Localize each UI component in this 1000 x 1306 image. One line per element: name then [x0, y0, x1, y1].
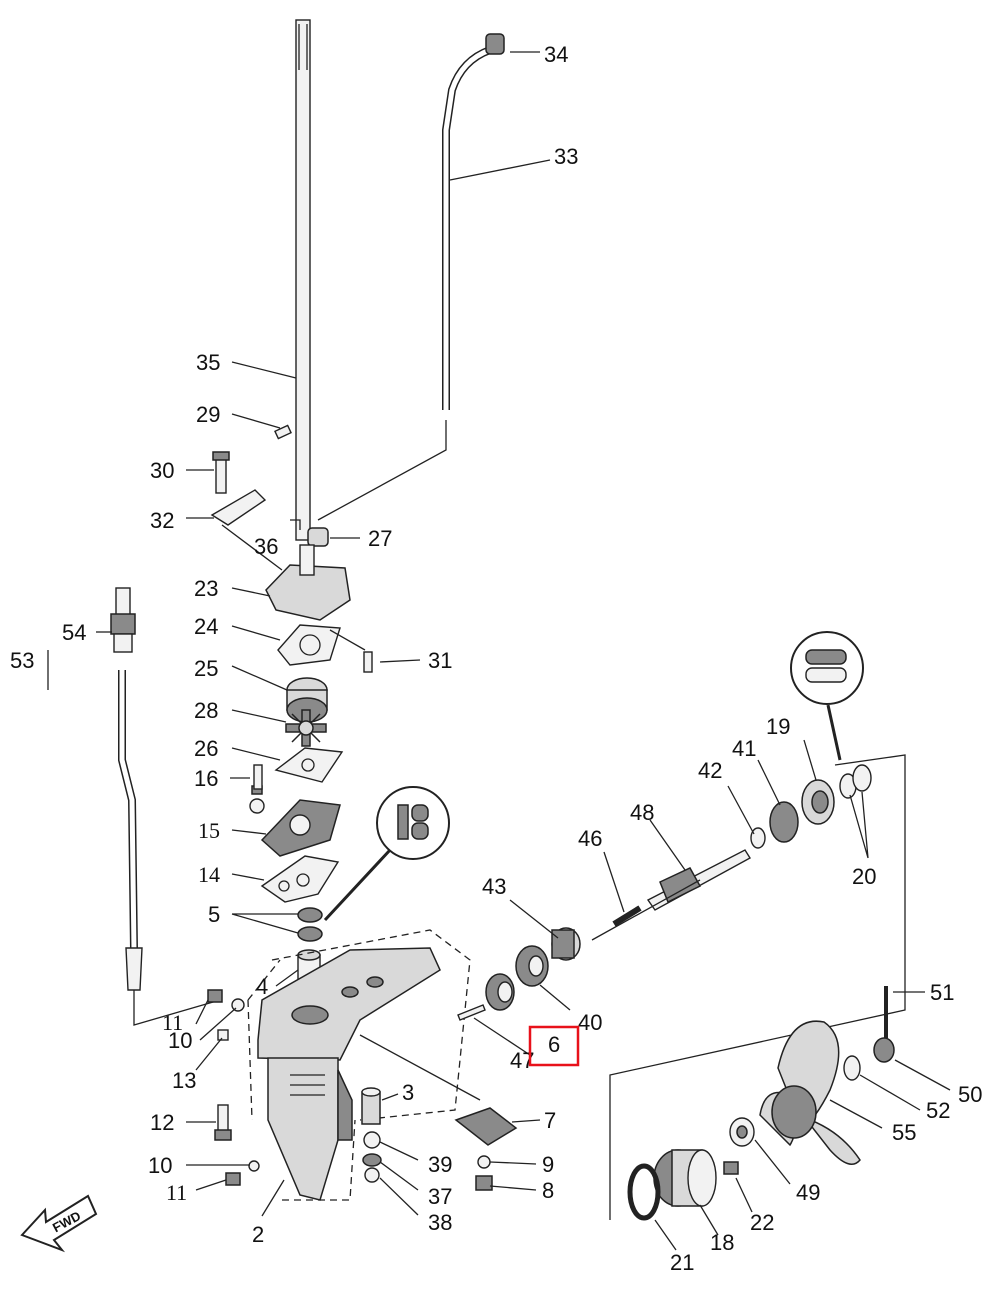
callout-2: 2 — [252, 1222, 264, 1247]
callout-16: 16 — [194, 766, 218, 791]
shift-rod — [317, 33, 505, 521]
callout-22: 22 — [750, 1210, 774, 1235]
callout-21: 21 — [670, 1250, 694, 1275]
callout-13: 13 — [172, 1068, 196, 1093]
callout-6: 6 — [548, 1032, 560, 1057]
callout-30: 30 — [150, 458, 174, 483]
callout-43: 43 — [482, 874, 506, 899]
callout-37: 37 — [428, 1184, 452, 1209]
highlight-box-callout-6 — [528, 1025, 580, 1067]
callout-39: 39 — [428, 1152, 452, 1177]
callout-19: 19 — [766, 714, 790, 739]
lower-shift-rod — [110, 587, 221, 1026]
callout-15: 15 — [198, 818, 220, 843]
propeller-group — [627, 986, 895, 1221]
drive-shaft — [295, 19, 311, 541]
seal-detail-bubble — [323, 786, 450, 922]
callout-55: 55 — [892, 1120, 916, 1145]
callout-24: 24 — [194, 614, 218, 639]
callout-11-top: 11 — [162, 1010, 183, 1035]
callout-27: 27 — [368, 526, 392, 551]
callout-48: 48 — [630, 800, 654, 825]
callout-29: 29 — [196, 402, 220, 427]
callout-10-bottom: 10 — [148, 1153, 172, 1178]
lower-casing — [247, 929, 471, 1201]
callout-4: 4 — [256, 974, 268, 999]
shift-rod-grommet — [485, 33, 505, 55]
callout-20: 20 — [852, 864, 876, 889]
callout-10-top: 10 — [168, 1028, 192, 1053]
callout-5: 5 — [208, 902, 220, 927]
callout-26: 26 — [194, 736, 218, 761]
callout-35: 35 — [196, 350, 220, 375]
callout-28: 28 — [194, 698, 218, 723]
callout-33: 33 — [554, 144, 578, 169]
callout-8: 8 — [542, 1178, 554, 1203]
callout-34: 34 — [544, 42, 568, 67]
callout-3: 3 — [402, 1080, 414, 1105]
bearing-detail-bubble — [790, 631, 864, 761]
callout-51: 51 — [930, 980, 954, 1005]
callout-labels: 34 33 35 29 30 32 36 27 23 24 25 31 54 5… — [10, 42, 982, 1275]
gear-assembly — [457, 754, 906, 1220]
callout-23: 23 — [194, 576, 218, 601]
callout-9: 9 — [542, 1152, 554, 1177]
callout-40: 40 — [578, 1010, 602, 1035]
callout-54: 54 — [62, 620, 86, 645]
callout-36: 36 — [254, 534, 278, 559]
callout-12: 12 — [150, 1110, 174, 1135]
callout-41: 41 — [732, 736, 756, 761]
pump-parts — [210, 424, 373, 984]
callout-42: 42 — [698, 758, 722, 783]
callout-31: 31 — [428, 648, 452, 673]
callout-52: 52 — [926, 1098, 950, 1123]
callout-32: 32 — [150, 508, 174, 533]
callout-14: 14 — [198, 862, 220, 887]
callout-50: 50 — [958, 1082, 982, 1107]
callout-7: 7 — [544, 1108, 556, 1133]
leader-lines — [47, 51, 951, 1251]
callout-46: 46 — [578, 826, 602, 851]
callout-25: 25 — [194, 656, 218, 681]
callout-18: 18 — [710, 1230, 734, 1255]
callout-53: 53 — [10, 648, 34, 673]
casing-hardware — [207, 989, 518, 1191]
fwd-arrow: FWD — [20, 1194, 98, 1253]
callout-49: 49 — [796, 1180, 820, 1205]
callout-11-bottom: 11 — [166, 1180, 187, 1205]
callout-38: 38 — [428, 1210, 452, 1235]
